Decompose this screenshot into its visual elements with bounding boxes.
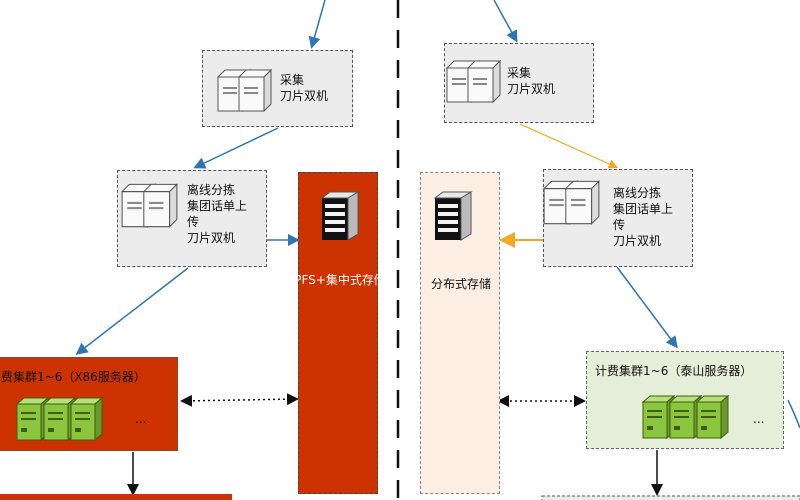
arrow-in-right-collect [493, 0, 518, 43]
arrow-in-left-collect [308, 0, 326, 49]
left-offline-line1: 离线分拣 [187, 183, 236, 197]
server-icon [542, 180, 601, 225]
right-offline-line2: 集团话单上 [613, 202, 674, 216]
left-offline-box: 离线分拣 集团话单上 传 刀片双机 [117, 170, 267, 267]
arrow-left-collect-to-offline [193, 127, 279, 169]
right-cluster-ellipsis: ... [753, 412, 765, 426]
dotted-left-cluster-storage [180, 393, 299, 407]
green-server-group-icon [15, 396, 104, 442]
server-icon [445, 59, 502, 104]
right-cluster-title: 计费集群1~6（泰山服务器） [595, 364, 753, 378]
left-cluster-ellipsis: ... [135, 412, 147, 426]
right-offline-line4: 刀片双机 [613, 234, 662, 248]
left-cluster-box: 费集群1~6（X86服务器） ... [0, 357, 178, 451]
right-offline-line3: 传 [613, 218, 626, 232]
left-storage-column: GPFS+集中式存储 [285, 172, 386, 494]
right-offline-box: 离线分拣 集团话单上 传 刀片双机 [542, 169, 693, 267]
right-cluster-box: 计费集群1~6（泰山服务器） ... [586, 351, 784, 449]
left-offline-line4: 刀片双机 [187, 231, 236, 245]
left-offline-line2: 集团话单上 [187, 199, 248, 213]
left-cluster-title: 费集群1~6（X86服务器） [1, 370, 146, 384]
arrow-right-offline-to-cluster [616, 266, 678, 349]
right-collect-line2: 刀片双机 [507, 82, 556, 96]
right-bottom-box [541, 495, 800, 500]
right-offline-line1: 离线分拣 [613, 186, 662, 200]
right-storage-label: 分布式存储 [431, 277, 492, 291]
arrow-right-collect-to-offline [519, 123, 619, 169]
right-collect-box: 采集 刀片双机 [444, 43, 594, 123]
arrow-left-offline-to-cluster [75, 267, 189, 355]
storage-server-icon [320, 191, 360, 241]
right-storage-column: 分布式存储 [420, 172, 500, 494]
server-icon [216, 68, 273, 113]
green-server-group-icon [641, 394, 730, 440]
right-collect-line1: 采集 [507, 66, 532, 80]
left-collect-box: 采集 刀片双机 [202, 50, 353, 127]
server-icon [120, 183, 179, 228]
left-collect-line2: 刀片双机 [280, 89, 329, 103]
left-storage-label: GPFS+集中式存储 [285, 273, 386, 287]
left-bottom-box [0, 494, 232, 500]
arrow-right-edge [787, 399, 800, 429]
left-collect-line1: 采集 [280, 73, 305, 87]
storage-server-icon [433, 191, 473, 241]
left-offline-line3: 传 [187, 215, 200, 229]
